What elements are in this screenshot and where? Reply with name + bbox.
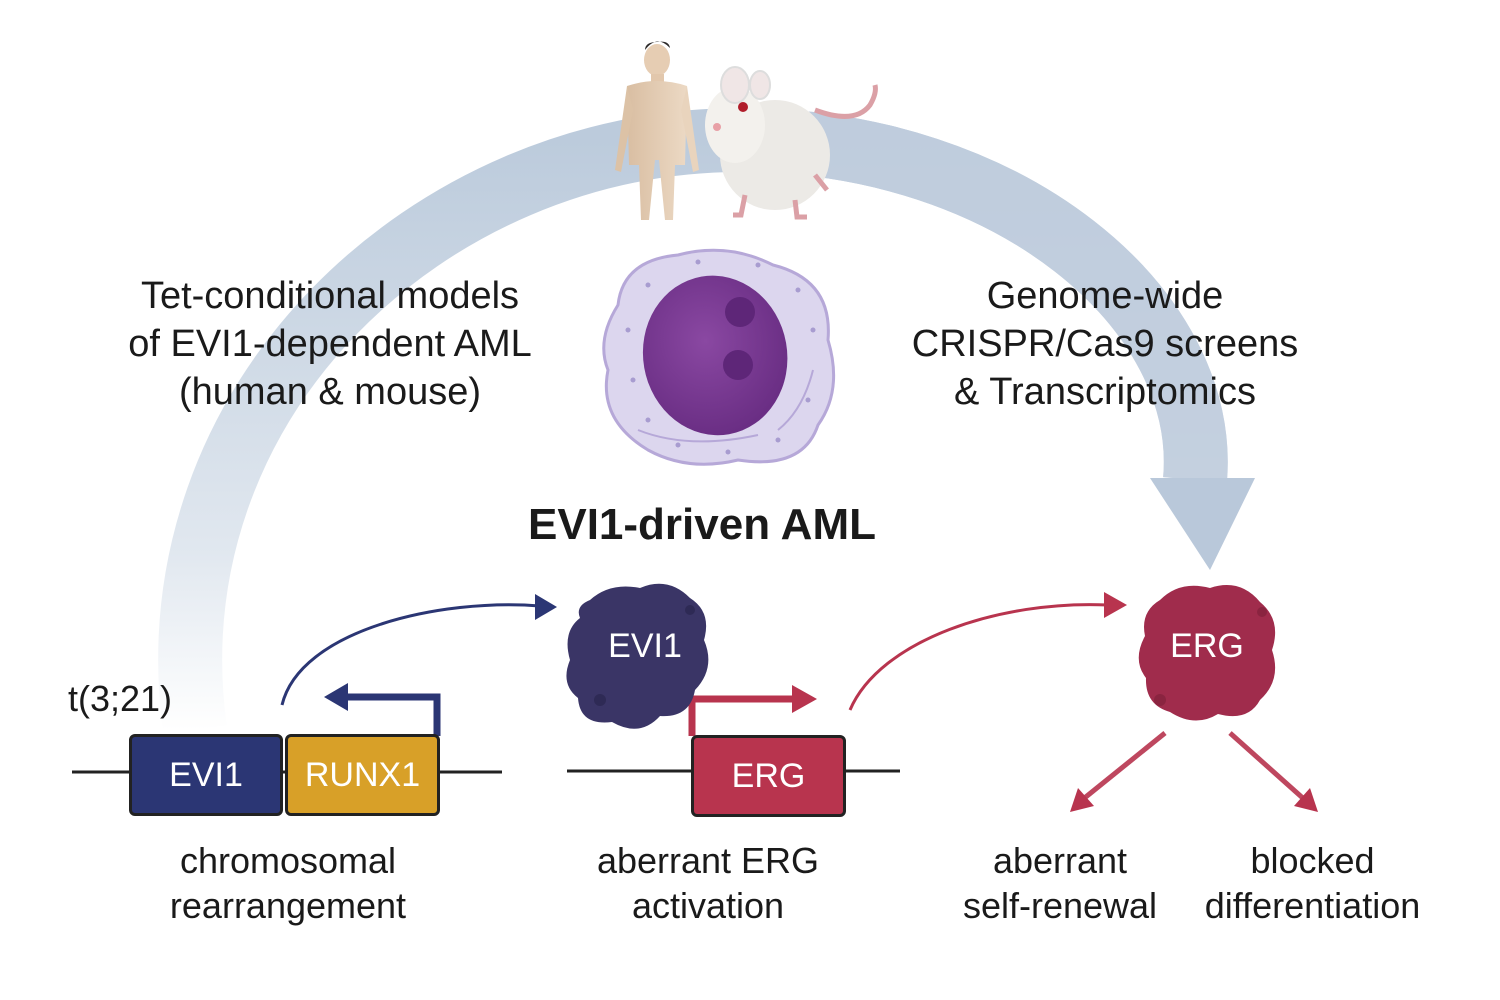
aml-cell-icon	[602, 248, 836, 466]
left-cycle-text: Tet-conditional models of EVI1-dependent…	[80, 272, 580, 416]
outcome2-line2: differentiation	[1204, 885, 1421, 926]
mouse-icon	[705, 66, 878, 220]
self-renewal-arrow	[1070, 731, 1167, 812]
step2-caption: aberrant ERG activation	[568, 838, 848, 928]
runx1-gene-box: RUNX1	[285, 734, 440, 816]
evi1-gene-label: EVI1	[169, 755, 243, 794]
evi1-expression-arrow	[280, 594, 557, 706]
runx1-promoter-arrow	[324, 683, 441, 736]
outcome2-line1: blocked	[1250, 840, 1375, 881]
left-cycle-line3: (human & mouse)	[178, 371, 481, 413]
step1-caption: chromosomal rearrangement	[138, 838, 438, 928]
outcome1-line2: self-renewal	[962, 885, 1158, 926]
left-cycle-line2: of EVI1-dependent AML	[128, 323, 532, 365]
step1-line2: rearrangement	[169, 885, 407, 926]
right-cycle-line2: CRISPR/Cas9 screens	[911, 323, 1299, 365]
translocation-label: t(3;21)	[68, 678, 173, 719]
outcome1-caption: aberrant self-renewal	[945, 838, 1175, 928]
erg-gene-box: ERG	[691, 735, 846, 817]
left-cycle-line1: Tet-conditional models	[140, 275, 520, 317]
right-cycle-line1: Genome-wide	[986, 275, 1224, 317]
erg-expression-arrow	[848, 592, 1127, 711]
step2-line2: activation	[631, 885, 785, 926]
evi1-protein-icon	[566, 583, 709, 729]
step1-line1: chromosomal	[179, 840, 397, 881]
erg-protein-icon	[1138, 585, 1276, 721]
step2-line1: aberrant ERG	[596, 840, 820, 881]
erg-promoter-arrow	[688, 685, 817, 736]
right-cycle-line3: & Transcriptomics	[954, 371, 1256, 413]
evi1-gene-box: EVI1	[129, 734, 283, 816]
erg-protein-label: ERG	[1170, 627, 1244, 665]
evi1-protein-label: EVI1	[608, 627, 682, 665]
right-cycle-text: Genome-wide CRISPR/Cas9 screens & Transc…	[860, 272, 1350, 416]
human-figure-icon	[615, 41, 699, 220]
erg-gene-label: ERG	[731, 756, 806, 795]
center-title: EVI1-driven AML	[528, 500, 876, 549]
cycle-arrow-head	[1150, 478, 1255, 570]
differentiation-arrow	[1228, 731, 1318, 812]
outcome2-caption: blocked differentiation	[1190, 838, 1435, 928]
runx1-gene-label: RUNX1	[304, 755, 421, 794]
outcome1-line1: aberrant	[992, 840, 1128, 881]
